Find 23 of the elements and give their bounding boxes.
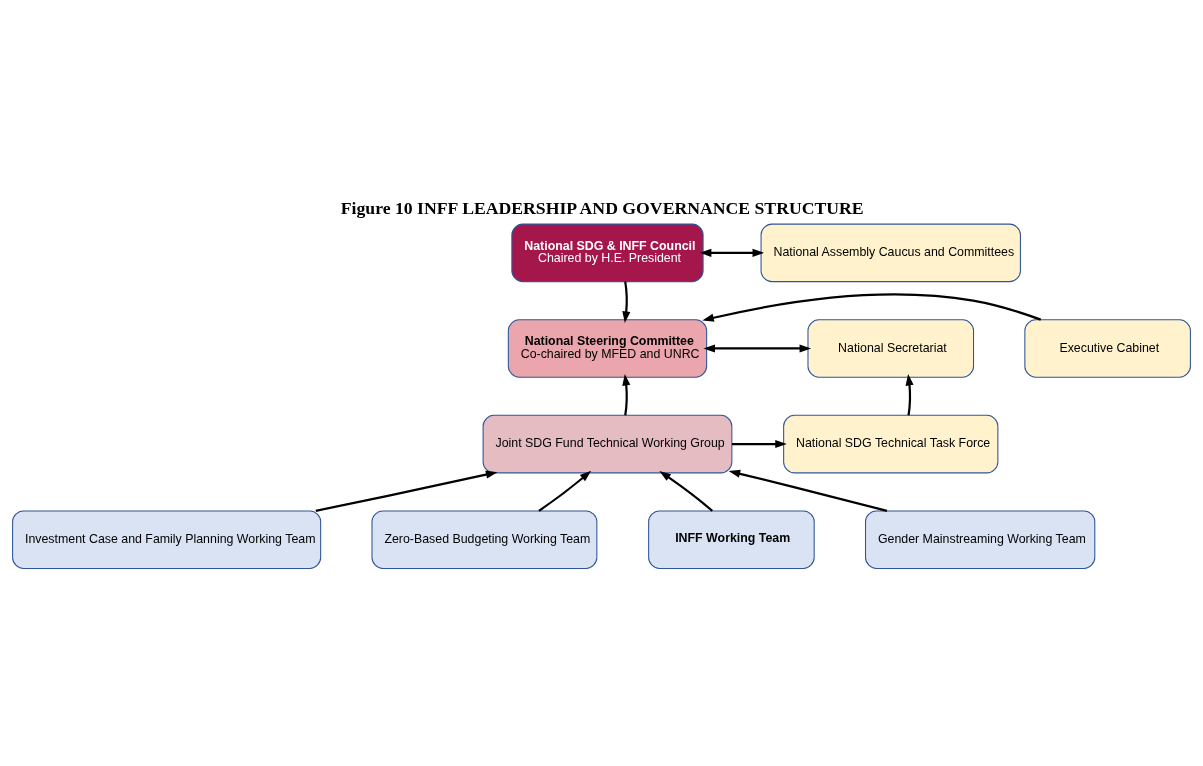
- arrow: [702, 293, 1042, 322]
- node-box: National Steering Committee Co-chaired by MFED and UNRC: [507, 319, 708, 378]
- arrow: [538, 470, 592, 512]
- node-box: INFF Working Team: [648, 510, 815, 569]
- arrow: [905, 373, 914, 416]
- node-box: National Assembly Caucus and Committees: [760, 223, 1021, 283]
- diagram-title: Figure 10 INFF LEADERSHIP AND GOVERNANCE STRUCTURE: [340, 198, 864, 219]
- node-box: Executive Cabinet: [1024, 319, 1191, 378]
- arrow: [659, 471, 713, 512]
- arrow: [731, 440, 787, 449]
- node-box: Joint SDG Fund Technical Working Group: [482, 414, 733, 474]
- node-box: National SDG Technical Task Force: [783, 414, 999, 474]
- node-box: Zero-Based Budgeting Working Team: [371, 510, 598, 569]
- node-box: Gender Mainstreaming Working Team: [865, 510, 1096, 569]
- node-box: Investment Case and Family Planning Working Team: [12, 510, 322, 569]
- arrow: [703, 344, 812, 353]
- arrow: [315, 470, 498, 512]
- arrow: [622, 373, 631, 416]
- arrow: [728, 469, 888, 512]
- node-box: National Secretariat: [807, 319, 975, 378]
- node-box: National SDG & INFF Council Chaired by H.E. President: [511, 223, 704, 283]
- arrow: [699, 248, 765, 257]
- arrow: [622, 281, 631, 323]
